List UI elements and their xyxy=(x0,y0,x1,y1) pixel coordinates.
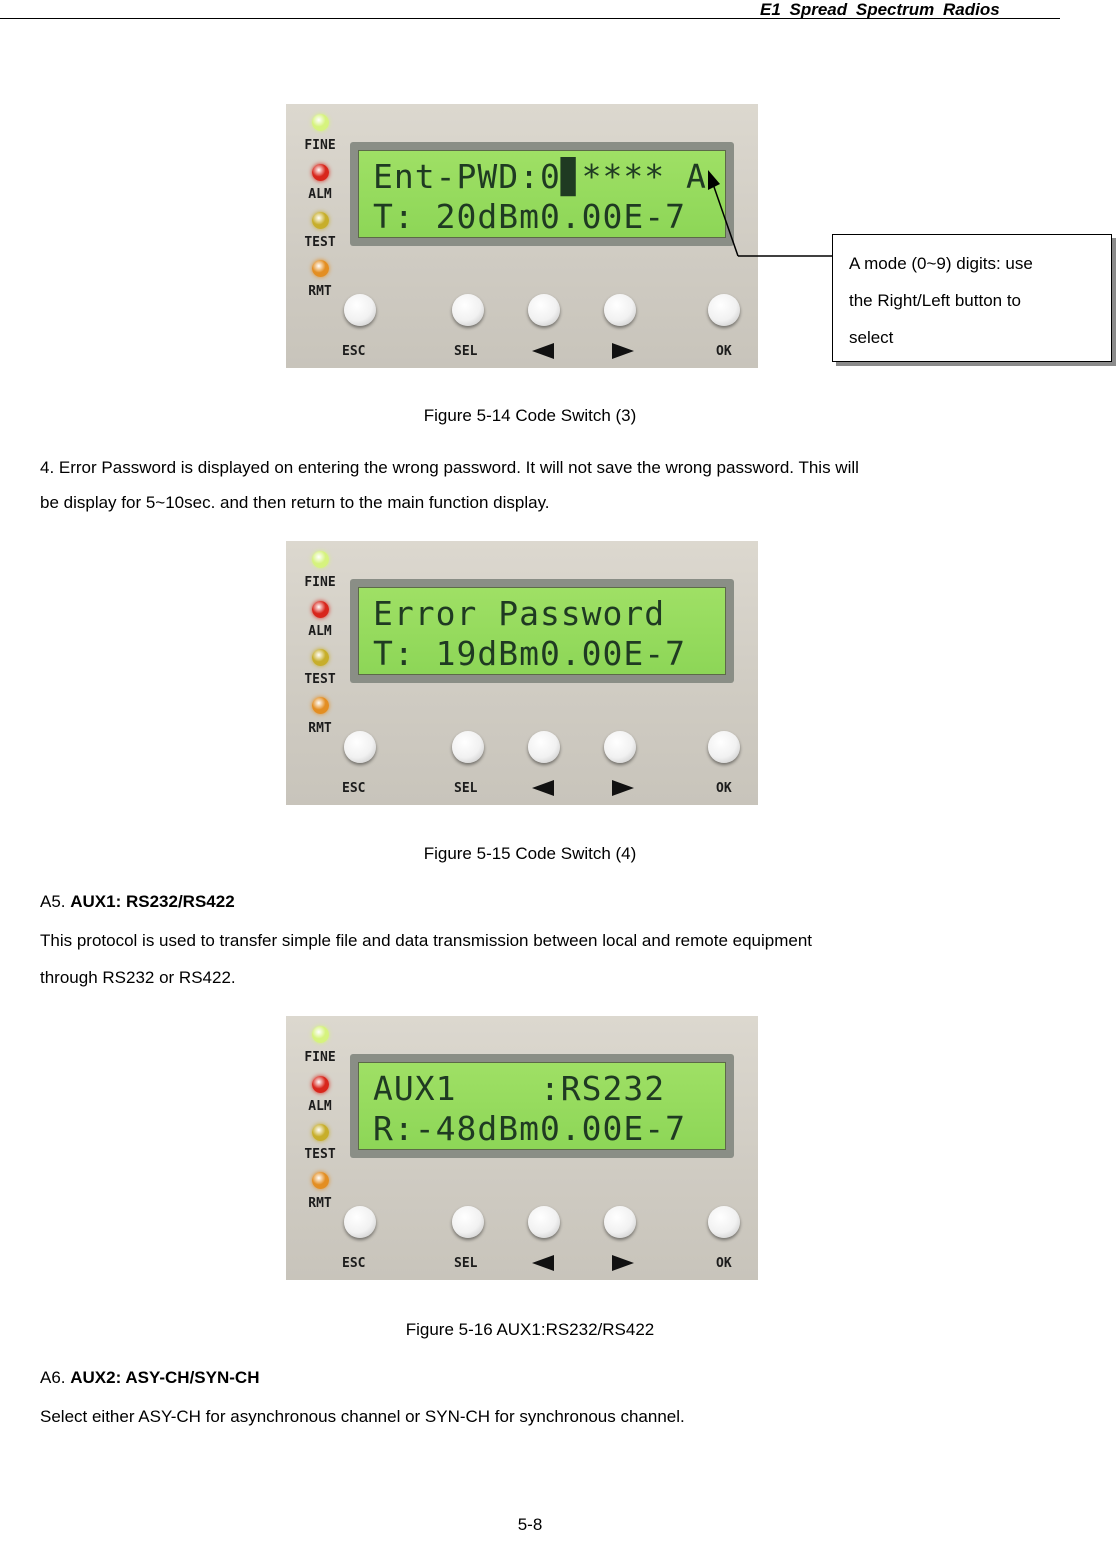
ok-button-label: OK xyxy=(716,1256,732,1271)
alarm-led-label: ALM xyxy=(308,624,332,639)
ok-button-label: OK xyxy=(716,781,732,796)
esc-button[interactable] xyxy=(344,1206,376,1238)
left-button[interactable] xyxy=(528,294,560,326)
paragraph-line: This protocol is used to transfer simple… xyxy=(40,931,813,950)
right-button[interactable] xyxy=(604,294,636,326)
section-heading: A5. AUX1: RS232/RS422 xyxy=(40,885,235,919)
right-arrow-icon xyxy=(612,780,634,796)
test-led-icon xyxy=(312,212,329,229)
left-arrow-icon xyxy=(532,780,554,796)
esc-button[interactable] xyxy=(344,294,376,326)
test-led-label: TEST xyxy=(304,235,336,250)
sel-button[interactable] xyxy=(452,731,484,763)
remote-led-icon xyxy=(312,1172,329,1189)
paragraph-line: be display for 5~10sec. and then return … xyxy=(40,493,550,512)
ok-button[interactable] xyxy=(708,294,740,326)
left-arrow-icon xyxy=(532,1255,554,1271)
alarm-led-label: ALM xyxy=(308,187,332,202)
fine-led-icon xyxy=(312,551,329,568)
sel-button-label: SEL xyxy=(454,781,478,796)
lcd-screen: Ent-PWD:0▊**** A T: 20dBm0.00E-7 xyxy=(358,150,726,238)
test-led-icon xyxy=(312,1124,329,1141)
fine-led-label: FINE xyxy=(304,138,336,153)
test-led-label: TEST xyxy=(304,672,336,687)
remote-led-label: RMT xyxy=(308,721,332,736)
right-button[interactable] xyxy=(604,1206,636,1238)
lcd-line-1: Ent-PWD:0▊**** A xyxy=(373,157,707,196)
sel-button-label: SEL xyxy=(454,344,478,359)
lcd-screen: AUX1 :RS232 R:-48dBm0.00E-7 xyxy=(358,1062,726,1150)
device-front-panel: FINE ALM TEST RMT AUX1 :RS232 R:-48dBm0.… xyxy=(286,1016,758,1280)
esc-button-label: ESC xyxy=(342,344,366,359)
lcd-line-1: AUX1 :RS232 xyxy=(373,1069,666,1108)
ok-button-label: OK xyxy=(716,344,732,359)
right-button[interactable] xyxy=(604,731,636,763)
remote-led-icon xyxy=(312,260,329,277)
alarm-led-label: ALM xyxy=(308,1099,332,1114)
section-prefix: A6. xyxy=(40,1368,71,1387)
esc-button[interactable] xyxy=(344,731,376,763)
section-title: AUX1: RS232/RS422 xyxy=(70,892,235,911)
fine-led-icon xyxy=(312,1026,329,1043)
header-rule xyxy=(0,18,1060,19)
lcd-line-2: R:-48dBm0.00E-7 xyxy=(373,1109,687,1148)
remote-led-icon xyxy=(312,697,329,714)
lcd-frame: AUX1 :RS232 R:-48dBm0.00E-7 xyxy=(350,1054,734,1158)
esc-button-label: ESC xyxy=(342,781,366,796)
right-arrow-icon xyxy=(612,1255,634,1271)
callout-text: A mode (0~9) digits: use the Right/Left … xyxy=(849,254,1033,347)
lcd-screen: Error Password T: 19dBm0.00E-7 xyxy=(358,587,726,675)
remote-led-label: RMT xyxy=(308,1196,332,1211)
ok-button[interactable] xyxy=(708,731,740,763)
device-front-panel: FINE ALM TEST RMT Error Password T: 19dB… xyxy=(286,541,758,805)
figure-caption: Figure 5-16 AUX1:RS232/RS422 xyxy=(405,1320,655,1339)
lcd-frame: Error Password T: 19dBm0.00E-7 xyxy=(350,579,734,683)
lcd-line-1: Error Password xyxy=(373,594,666,633)
paragraph-line: through RS232 or RS422. xyxy=(40,968,236,987)
alarm-led-icon xyxy=(312,601,329,618)
right-arrow-icon xyxy=(612,343,634,359)
test-led-icon xyxy=(312,649,329,666)
figure-caption: Figure 5-14 Code Switch (3) xyxy=(423,406,637,425)
left-button[interactable] xyxy=(528,1206,560,1238)
esc-button-label: ESC xyxy=(342,1256,366,1271)
page-number: 5-8 xyxy=(517,1515,543,1534)
figure-caption: Figure 5-15 Code Switch (4) xyxy=(423,844,637,863)
running-header-title: E1 Spread Spectrum Radios xyxy=(760,0,1000,19)
sel-button-label: SEL xyxy=(454,1256,478,1271)
remote-led-label: RMT xyxy=(308,284,332,299)
paragraph-line: Select either ASY-CH for asynchronous ch… xyxy=(40,1407,685,1426)
sel-button[interactable] xyxy=(452,1206,484,1238)
alarm-led-icon xyxy=(312,1076,329,1093)
test-led-label: TEST xyxy=(304,1147,336,1162)
section-title: AUX2: ASY-CH/SYN-CH xyxy=(70,1368,260,1387)
ok-button[interactable] xyxy=(708,1206,740,1238)
device-front-panel: FINE ALM TEST RMT Ent-PWD:0▊**** A T: 20… xyxy=(286,104,758,368)
lcd-line-2: T: 19dBm0.00E-7 xyxy=(373,634,687,673)
left-button[interactable] xyxy=(528,731,560,763)
fine-led-icon xyxy=(312,114,329,131)
section-heading: A6. AUX2: ASY-CH/SYN-CH xyxy=(40,1361,259,1395)
paragraph-line: 4. Error Password is displayed on enteri… xyxy=(40,458,859,477)
alarm-led-icon xyxy=(312,164,329,181)
lcd-line-2: T: 20dBm0.00E-7 xyxy=(373,197,687,236)
callout-box: A mode (0~9) digits: use the Right/Left … xyxy=(832,234,1112,362)
fine-led-label: FINE xyxy=(304,575,336,590)
left-arrow-icon xyxy=(532,343,554,359)
lcd-frame: Ent-PWD:0▊**** A T: 20dBm0.00E-7 xyxy=(350,142,734,246)
sel-button[interactable] xyxy=(452,294,484,326)
fine-led-label: FINE xyxy=(304,1050,336,1065)
section-prefix: A5. xyxy=(40,892,71,911)
